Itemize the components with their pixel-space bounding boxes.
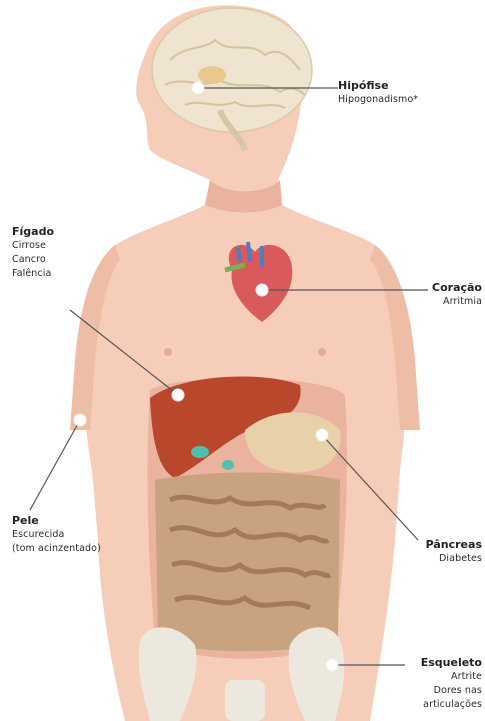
- label-figado: Fígado Cirrose Cancro Falência: [12, 225, 54, 281]
- esqueleto-condition-1: Artrite: [392, 670, 482, 684]
- figado-condition-3: Falência: [12, 267, 54, 281]
- hipofise-condition: Hipogonadismo*: [338, 93, 418, 107]
- hipofise-title: Hipófise: [338, 79, 418, 93]
- label-esqueleto: Esqueleto Artrite Dores nas articulações: [392, 656, 482, 712]
- esqueleto-title: Esqueleto: [392, 656, 482, 670]
- figado-condition-2: Cancro: [12, 253, 54, 267]
- pele-title: Pele: [12, 514, 101, 528]
- coracao-title: Coração: [392, 281, 482, 295]
- pele-condition-1: Escurecida: [12, 528, 101, 542]
- pancreas-condition: Diabetes: [392, 552, 482, 566]
- label-coracao: Coração Arritmia: [392, 281, 482, 309]
- pele-condition-2: (tom acinzentado): [12, 542, 101, 556]
- esqueleto-condition-2: Dores nas: [392, 684, 482, 698]
- figado-condition-1: Cirrose: [12, 239, 54, 253]
- intestines: [155, 473, 340, 652]
- label-hipofise: Hipófise Hipogonadismo*: [338, 79, 418, 107]
- coracao-condition: Arritmia: [392, 295, 482, 309]
- figado-title: Fígado: [12, 225, 54, 239]
- esqueleto-condition-3: articulações: [392, 698, 482, 712]
- pancreas-title: Pâncreas: [392, 538, 482, 552]
- label-pancreas: Pâncreas Diabetes: [392, 538, 482, 566]
- label-pele: Pele Escurecida (tom acinzentado): [12, 514, 101, 556]
